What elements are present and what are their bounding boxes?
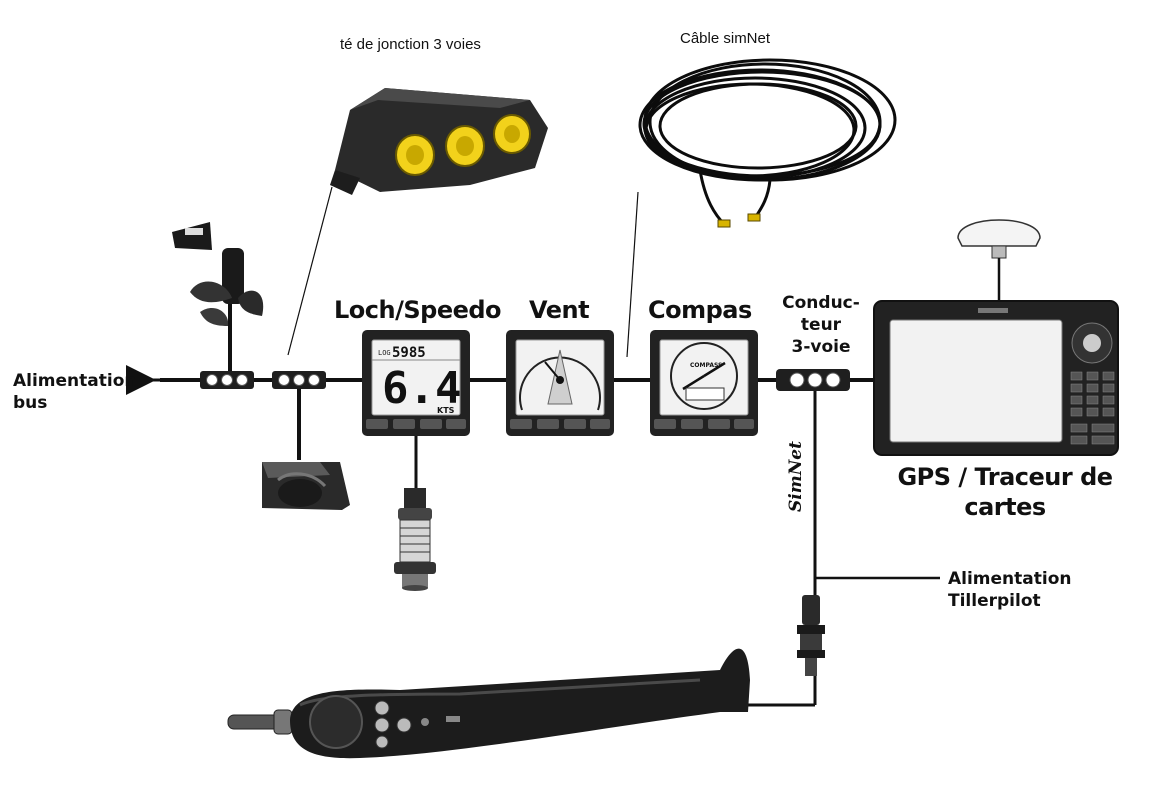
tillerpilot-socket — [797, 595, 825, 676]
tee-connector-image — [330, 88, 548, 195]
gps-chartplotter — [873, 300, 1119, 456]
alimentation-bus-label: Alimentation bus — [13, 370, 137, 414]
compass-instrument — [650, 330, 758, 436]
loch-speedo-label: Loch/Speedo — [334, 296, 502, 324]
loch-log-prefix: LOG — [378, 349, 391, 357]
compas-label: Compas — [648, 296, 752, 324]
simnet-cable-image — [638, 58, 897, 228]
compass-sensor-image — [262, 389, 350, 510]
compass-brand-text: COMPASS — [690, 362, 722, 369]
loch-speedo-instrument — [362, 330, 470, 490]
loch-unit: KTS — [437, 406, 455, 415]
speed-transducer-image — [394, 488, 436, 591]
alimentation-tillerpilot-line-2: Tillerpilot — [948, 591, 1041, 611]
gps-traceur-label: GPS / Traceur de cartes — [890, 462, 1120, 522]
simnet-cable-label: Câble simNet — [680, 30, 771, 47]
simnet-label: SimNet — [786, 441, 806, 512]
alimentation-bus-line-1: Alimentation — [13, 371, 137, 391]
conducteur-line-1: Conduc- — [782, 293, 860, 313]
tillerpilot-image — [227, 648, 750, 759]
gps-traceur-line-2: cartes — [964, 493, 1046, 521]
bus-tee-right — [272, 371, 326, 389]
conducteur-line-3: 3-voie — [791, 337, 851, 357]
alimentation-tillerpilot-label: Alimentation Tillerpilot — [948, 568, 1072, 612]
three-way-joiner — [776, 369, 850, 391]
loch-speed-value: 6.4 — [382, 363, 461, 414]
loch-log-value: 5985 — [392, 345, 426, 361]
gps-antenna-image — [957, 219, 1041, 300]
wind-instrument — [506, 330, 614, 436]
gps-traceur-line-1: GPS / Traceur de — [897, 463, 1113, 491]
alimentation-bus-line-2: bus — [13, 393, 48, 413]
wind-vane-image — [172, 222, 264, 372]
tee-connector-label: té de jonction 3 voies — [340, 36, 481, 53]
alimentation-tillerpilot-line-1: Alimentation — [948, 569, 1072, 589]
leader-lines — [287, 186, 639, 358]
conducteur-line-2: teur — [800, 315, 842, 335]
conducteur-label: Conduc- teur 3-voie — [776, 292, 866, 358]
bus-tee-left — [200, 371, 254, 389]
vent-label: Vent — [529, 296, 590, 324]
